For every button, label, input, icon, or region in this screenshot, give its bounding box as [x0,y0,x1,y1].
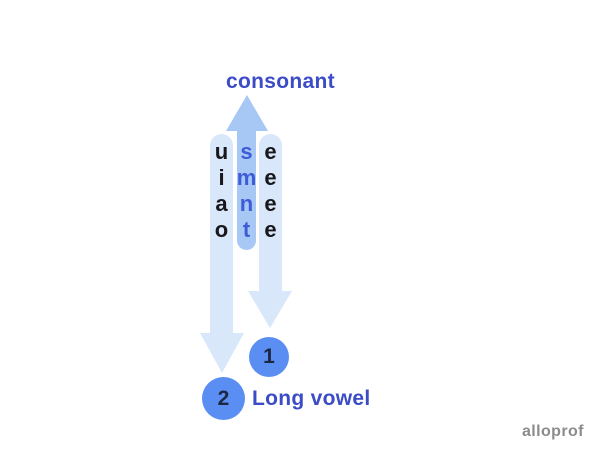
consonant-letter: t [242,217,251,242]
vowel-column: u i a o [210,139,233,243]
silent-e-down-arrow-head-icon [248,291,292,328]
silent-e-letter: e [264,139,277,164]
step-2-badge: 2 [202,377,245,420]
vowel-letter: a [215,191,228,216]
step-1-number: 1 [263,345,275,368]
silent-e-column: e e e e [259,139,282,243]
up-arrow-head-icon [226,95,268,131]
silent-e-letter: e [264,191,277,216]
silent-e-down-arrow-shaft [259,134,282,292]
vowel-letter: i [218,165,225,190]
consonant-column: s m n t [236,139,257,243]
silent-e-letter: e [264,217,277,242]
consonant-letter: s [240,139,253,164]
silent-e-letter: e [264,165,277,190]
alloprof-watermark: alloprof [522,423,584,440]
consonant-label: consonant [226,70,335,93]
long-vowel-label: Long vowel [252,387,371,410]
vowel-letter: u [214,139,229,164]
vowel-down-arrow-shaft [210,134,233,334]
step-2-number: 2 [217,386,230,410]
step-1-badge: 1 [249,337,289,377]
consonant-letter: n [239,191,254,216]
up-arrow-shaft [237,129,256,250]
consonant-letter: m [236,165,257,190]
vowel-letter: o [214,217,229,242]
vowel-down-arrow-head-icon [200,333,244,373]
